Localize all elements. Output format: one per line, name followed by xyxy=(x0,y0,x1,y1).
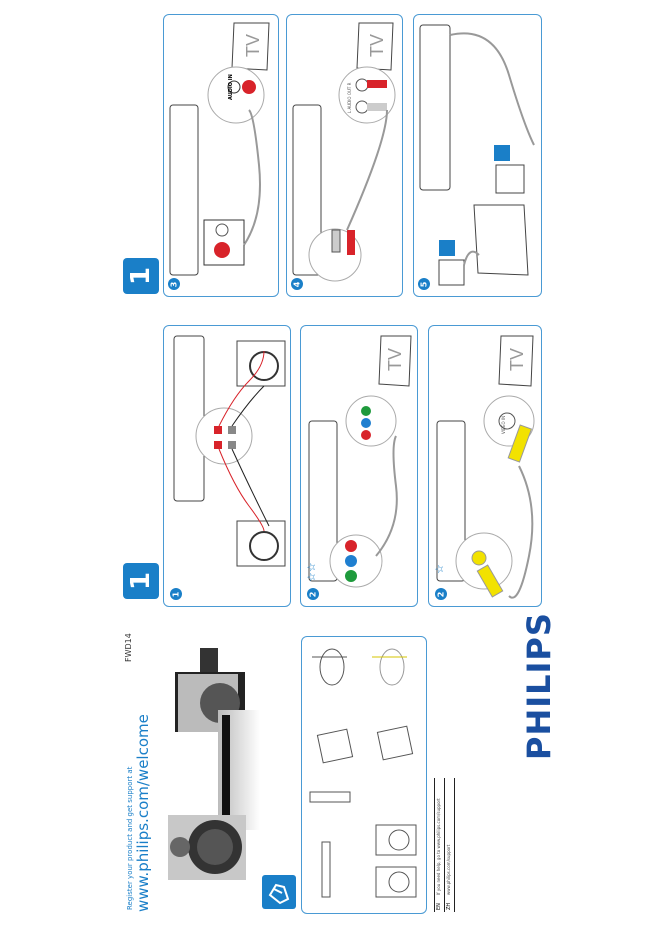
section-badge: 1 xyxy=(123,258,159,294)
svg-text:TV: TV xyxy=(385,348,405,371)
main-unit-icon xyxy=(321,841,331,898)
step-number: 4 xyxy=(291,278,303,290)
main-unit xyxy=(173,335,205,502)
step-audio-in-panel: TV AUDIO IN 3 xyxy=(163,14,279,297)
footer-divider xyxy=(454,778,455,912)
svg-text:TV: TV xyxy=(367,34,387,57)
wall-socket xyxy=(495,164,525,194)
step-number: 2 xyxy=(307,588,319,600)
footer-lang-en: EN xyxy=(436,903,442,910)
audio-out-label: L AUDIO OUT R xyxy=(347,82,352,113)
tv: TV xyxy=(356,22,394,71)
video-cable-icon xyxy=(372,648,407,686)
wall-socket xyxy=(438,259,465,286)
remote-icon xyxy=(309,791,351,803)
tv: TV xyxy=(498,335,534,387)
section-badge: 1 xyxy=(123,563,159,599)
footer-divider xyxy=(444,778,445,912)
tv: TV xyxy=(378,335,412,387)
svg-text:TV: TV xyxy=(507,348,527,371)
footer-text-zh: www.philips.com/support xyxy=(446,844,451,895)
remote-photo xyxy=(200,648,218,678)
step-audio-out-panel: TV L AUDIO OUT R 4 xyxy=(286,14,403,297)
step-speakers-panel: 1 xyxy=(163,325,291,607)
svg-text:TV: TV xyxy=(243,34,263,57)
speakers-icon xyxy=(375,824,417,898)
footer-divider xyxy=(434,778,435,912)
help-icon xyxy=(262,875,296,909)
quality-stars: ☆☆ xyxy=(305,562,318,582)
footer-text-en: If you need help, go to www.philips.com/… xyxy=(436,798,441,895)
audio-cable-icon xyxy=(312,648,347,686)
accessories-panel xyxy=(301,636,427,914)
step-power-panel: 5 xyxy=(413,14,542,297)
step-component-video-panel: TV 2 ☆☆ xyxy=(300,325,418,607)
step-number: 5 xyxy=(418,278,430,290)
philips-logo: PHILIPS xyxy=(520,612,558,760)
tv xyxy=(473,204,529,276)
quality-stars: ☆ xyxy=(433,564,446,574)
step-composite-video-panel: TV VIDEO IN 2 ☆ xyxy=(428,325,542,607)
step-number: 1 xyxy=(170,588,182,600)
footer-lang-zh: ZH xyxy=(446,902,452,910)
warning-icon xyxy=(494,145,510,161)
manual-icon xyxy=(316,725,414,764)
audio-in-label: AUDIO IN xyxy=(228,74,234,100)
video-in-label: VIDEO IN xyxy=(501,415,506,434)
step-number: 2 xyxy=(435,588,447,600)
step-number: 3 xyxy=(168,278,180,290)
warning-icon xyxy=(439,240,455,256)
tv: TV xyxy=(231,22,270,71)
